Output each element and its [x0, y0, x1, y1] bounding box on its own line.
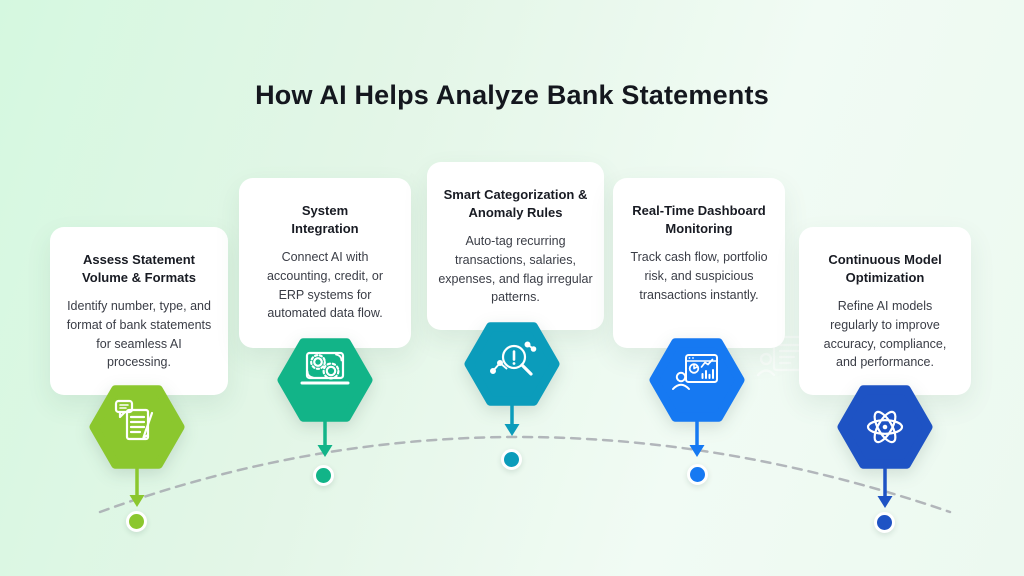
page-title: How AI Helps Analyze Bank Statements — [255, 80, 769, 110]
hexagon-badge — [89, 385, 185, 469]
step-description: Auto-tag recurring transactions, salarie… — [438, 234, 593, 305]
step-card-1: Assess Statement Volume & Formats Identi… — [50, 227, 228, 395]
step-description: Identify number, type, and format of ban… — [66, 299, 212, 370]
statement-review-icon — [114, 399, 154, 441]
step-card-5: Continuous Model Optimization Refine AI … — [799, 227, 971, 395]
step-title: Assess Statement Volume & Formats — [82, 252, 196, 285]
dashboard-presenter-icon — [672, 354, 718, 390]
connector-arrow-down — [689, 420, 705, 457]
timeline-dot-5 — [874, 512, 895, 533]
step-title: System Integration — [291, 203, 359, 236]
step-card-2: System Integration Connect AI with accou… — [239, 178, 411, 348]
timeline-dot-3 — [501, 449, 522, 470]
step-card-3: Smart Categorization & Anomaly Rules Aut… — [427, 162, 604, 330]
step-description: Refine AI models regularly to improve ac… — [823, 299, 947, 370]
connector-arrow-down — [129, 467, 145, 507]
timeline-dot-1 — [126, 511, 147, 532]
connector-arrow-down — [317, 420, 333, 457]
step-title: Smart Categorization & Anomaly Rules — [443, 187, 588, 220]
timeline-dot-4 — [687, 464, 708, 485]
atom-icon — [866, 410, 904, 444]
step-description: Connect AI with accounting, credit, or E… — [266, 250, 384, 321]
step-title: Real-Time Dashboard Monitoring — [632, 203, 766, 236]
hexagon-badge — [649, 338, 745, 422]
step-description: Track cash flow, portfolio risk, and sus… — [630, 250, 768, 302]
timeline-dot-2 — [313, 465, 334, 486]
laptop-gears-icon — [300, 351, 350, 385]
hexagon-badge — [277, 338, 373, 422]
step-card-4: Real-Time Dashboard Monitoring Track cas… — [613, 178, 785, 348]
hexagon-badge — [464, 322, 560, 406]
step-title: Continuous Model Optimization — [828, 252, 942, 285]
connector-arrow-down — [504, 403, 520, 436]
anomaly-search-icon — [489, 341, 537, 376]
connector-arrow-down — [877, 466, 893, 508]
hexagon-badge — [837, 385, 933, 469]
